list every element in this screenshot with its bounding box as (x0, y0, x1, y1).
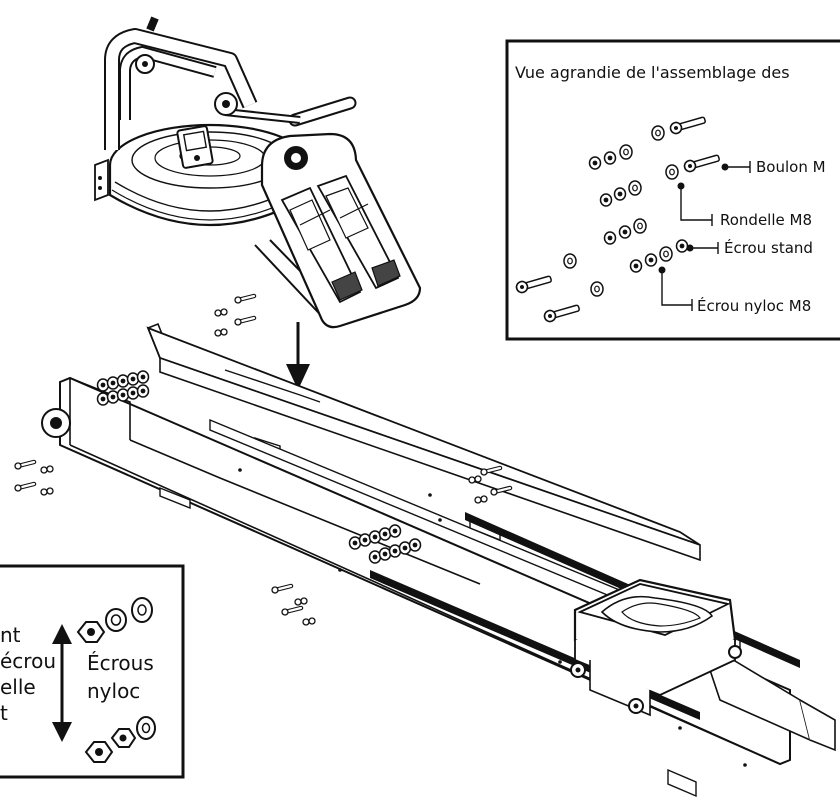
double-arrow-icon (52, 624, 72, 742)
callout-top: Vue agrandie de l'assemblage des Boulon … (505, 39, 840, 341)
performance-monitor (176, 125, 214, 169)
label-nyloc-nut: Écrou nyloc M8 (697, 296, 811, 315)
nyloc-label-line1: Écrous (87, 651, 154, 675)
nyloc-set-upper (76, 597, 153, 643)
footboard (260, 132, 422, 329)
rowing-handle (146, 16, 357, 127)
seat (570, 578, 742, 717)
arrow-down-icon (286, 322, 310, 390)
nyloc-label-line2: nyloc (87, 679, 140, 703)
label-standard-nut: Écrou stand (724, 238, 813, 257)
callout-bottom: nt écrou elle t Écrous nylo (0, 564, 185, 779)
label-bolt: Boulon M (756, 158, 826, 176)
nyloc-set-lower (84, 716, 156, 763)
callout-top-title: Vue agrandie de l'assemblage des (515, 63, 790, 82)
head-bolts (214, 296, 254, 337)
cut-text-4: t (0, 701, 8, 725)
cut-text-3: elle (0, 675, 36, 699)
rower-head-assembly (94, 16, 422, 329)
seat-wheel (728, 645, 742, 659)
label-washer: Rondelle M8 (720, 211, 812, 229)
cut-text-1: nt (0, 623, 21, 647)
cut-text-2: écrou (0, 649, 56, 673)
